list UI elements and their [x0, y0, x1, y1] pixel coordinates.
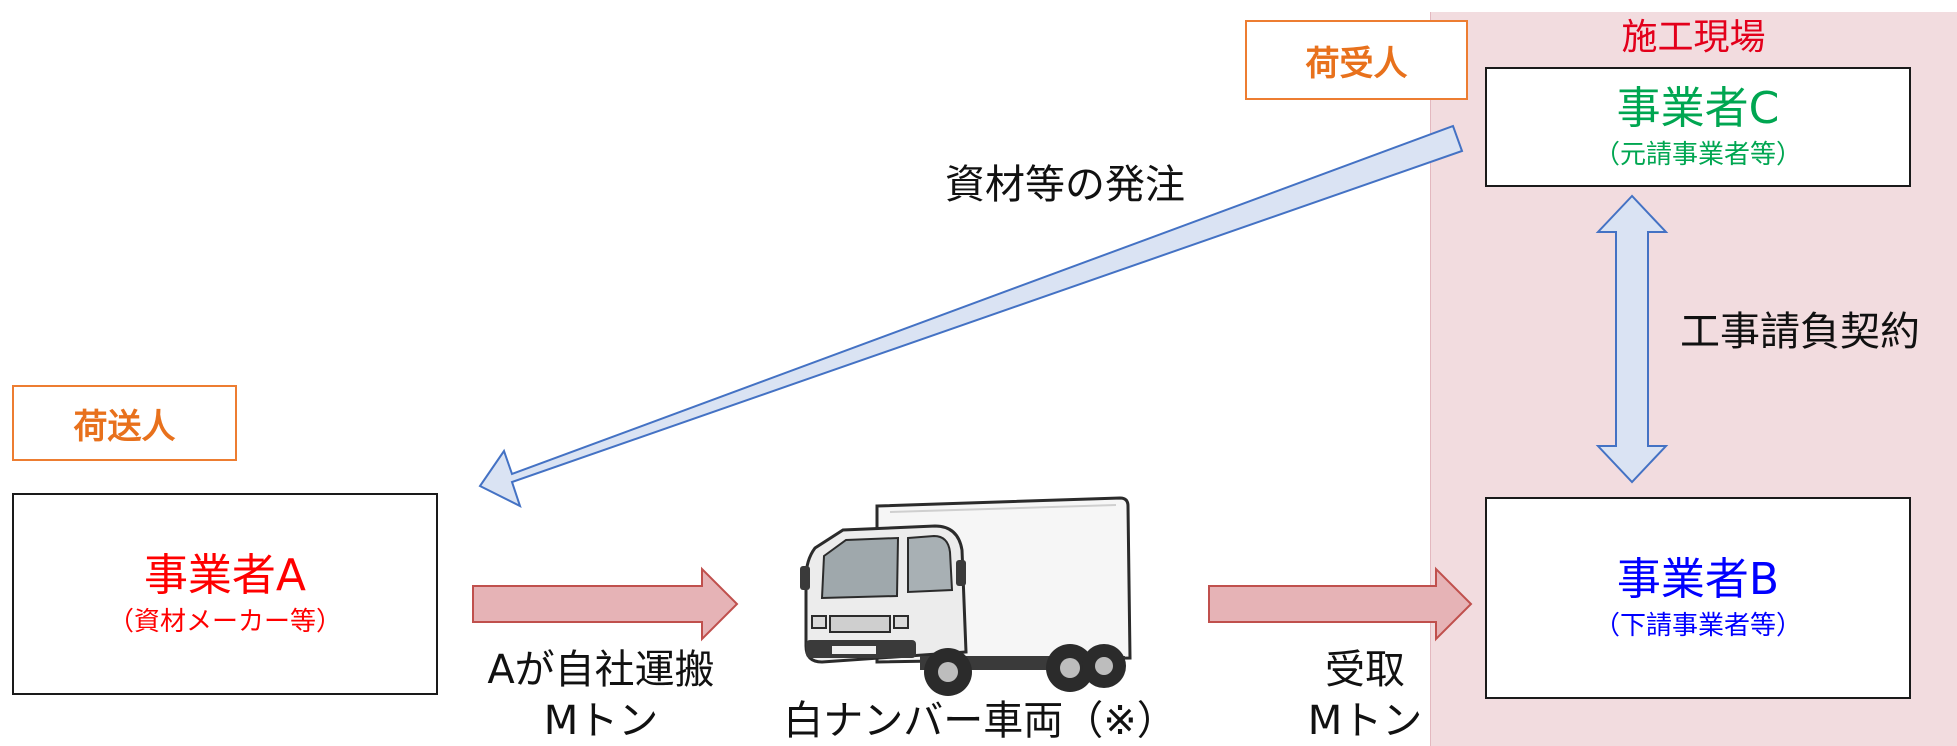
entity-c-name: 事業者C [1616, 83, 1780, 134]
order-label: 資材等の発注 [945, 162, 1185, 208]
entity-c-sub: （元請事業者等） [1593, 140, 1802, 170]
truck-caption: 白ナンバー車両（※） [783, 698, 1177, 744]
entity-c-box: 事業者C （元請事業者等） [1485, 67, 1911, 187]
entity-a-box: 事業者A （資材メーカー等） [12, 493, 438, 695]
entity-b-box: 事業者B （下請事業者等） [1485, 497, 1911, 699]
transport-label-line1: Aが自社運搬 [487, 647, 715, 693]
consignee-tag: 荷受人 [1245, 20, 1468, 100]
delivery-arrow-to-b [1208, 566, 1473, 642]
entity-b-sub: （下請事業者等） [1593, 611, 1802, 641]
contract-label: 工事請負契約 [1680, 309, 1920, 355]
entity-a-sub: （資材メーカー等） [107, 607, 342, 637]
contract-double-arrow [1595, 194, 1669, 484]
delivery-arrow-to-truck [472, 566, 739, 642]
construction-site-label: 施工現場 [1621, 17, 1766, 58]
transport-label-line2: Mトン [543, 698, 659, 744]
box-truck-icon [800, 496, 1132, 696]
receive-label-line2: Mトン [1307, 698, 1423, 744]
consignor-tag: 荷送人 [12, 385, 237, 461]
entity-a-name: 事業者A [143, 550, 307, 601]
order-arrow [478, 124, 1464, 508]
receive-label-line1: 受取 [1325, 647, 1405, 693]
entity-b-name: 事業者B [1616, 554, 1780, 605]
